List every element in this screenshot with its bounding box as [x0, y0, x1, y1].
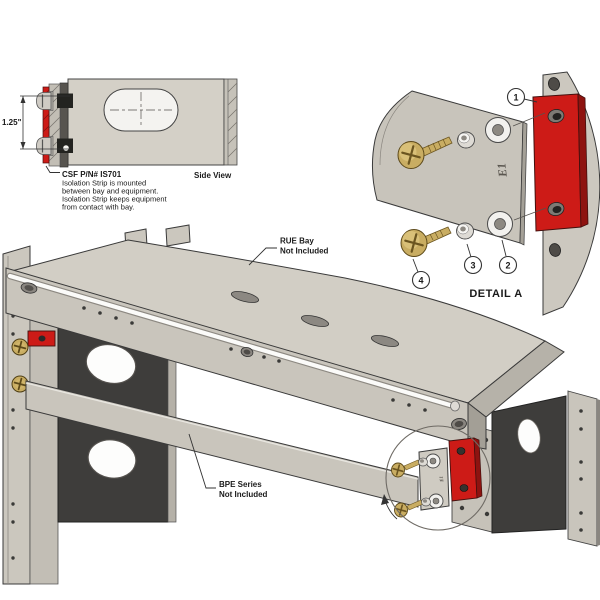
side-view-screw: [36, 91, 54, 111]
far-right-rail-holes: [579, 409, 583, 532]
spacer: [456, 222, 474, 240]
exploded-screw: [394, 499, 424, 518]
spacer: [418, 457, 428, 467]
note-line: Isolation Strip keeps equipment: [62, 195, 168, 204]
bpe-series-callout: BPE Series Not Included: [188, 433, 268, 499]
side-view-screw: [36, 136, 54, 156]
leader-line: [45, 165, 60, 173]
strip-hole: [547, 202, 565, 216]
note-line: Isolation Strip is mounted: [62, 179, 146, 188]
slot-centerlines: [110, 92, 172, 128]
spacer: [421, 497, 431, 507]
panel-marking: E1: [440, 476, 446, 483]
dimension-text: 1.25": [2, 118, 22, 127]
bay-rear-tab: [165, 224, 191, 247]
mounting-screw: [11, 338, 29, 356]
detail-a-view: E1: [371, 71, 600, 316]
side-view-inset: 1.25" CSF P/N# IS701 Isolation Strip is …: [2, 78, 238, 212]
bpe-label-line1: BPE Series: [219, 480, 262, 489]
washer: [428, 493, 444, 509]
isolation-strip-right: [448, 437, 483, 502]
dimension-1-25: 1.25": [2, 95, 70, 150]
svg-text:3: 3: [470, 261, 475, 271]
panel-slot: [103, 88, 179, 132]
exploded-screw: [391, 459, 421, 478]
detail-a-title: DETAIL A: [469, 288, 522, 300]
rue-bay-callout: RUE Bay Not Included: [248, 237, 329, 266]
panel-oval-cutout: [85, 343, 137, 385]
rue-bay-label-line1: RUE Bay: [280, 237, 314, 246]
side-view-label: Side View: [194, 171, 232, 180]
bpe-label-line2: Not Included: [219, 490, 268, 499]
svg-text:2: 2: [505, 261, 510, 271]
detail-boundary-circle: [385, 425, 491, 531]
clip-nut: [57, 93, 73, 153]
rail-hole: [548, 77, 560, 91]
bpe-panel: E1: [25, 380, 450, 511]
panel-hatched-edge: [223, 78, 238, 166]
balloon-4: 4: [411, 258, 431, 290]
main-assembly: E1: [2, 224, 600, 585]
leader-line: [248, 247, 277, 266]
mounting-screw: [11, 375, 29, 393]
side-view-note: CSF P/N# IS701 Isolation Strip is mounte…: [62, 170, 168, 212]
left-rack-post: [2, 245, 59, 585]
panel-oval-cutout: [87, 439, 137, 479]
balloon-3: 3: [463, 243, 483, 275]
panel-marking: E1: [494, 162, 510, 179]
detail-view-arrow: [381, 494, 398, 520]
isolation-strip-left: [27, 330, 56, 347]
isolation-strip-detail: [532, 93, 589, 232]
panel-oval-cutout: [517, 418, 541, 454]
part-number-text: CSF P/N# IS701: [62, 170, 122, 179]
balloon-2: 2: [498, 239, 518, 275]
spacer: [457, 131, 475, 149]
brass-screw: [400, 226, 452, 257]
svg-text:4: 4: [418, 276, 423, 286]
washer: [487, 211, 513, 237]
rue-bay-label-line2: Not Included: [280, 247, 329, 256]
bay-right-front-face: [467, 401, 487, 450]
brass-screw: [397, 136, 453, 169]
rail-hole: [549, 243, 561, 257]
bay-trim-strip: [7, 273, 453, 408]
bay-top-surface: [6, 239, 546, 404]
note-line: between bay and equipment.: [62, 187, 158, 196]
note-line: from contact with bay.: [62, 203, 134, 212]
washer: [425, 453, 441, 469]
washer: [485, 117, 511, 143]
balloon-1: 1: [506, 87, 538, 107]
bay-top-oval-holes: [230, 291, 400, 347]
bay-rail-holes: [82, 306, 427, 412]
strip-hole: [547, 109, 565, 123]
svg-text:1: 1: [513, 93, 518, 103]
leader-line: [188, 433, 216, 489]
